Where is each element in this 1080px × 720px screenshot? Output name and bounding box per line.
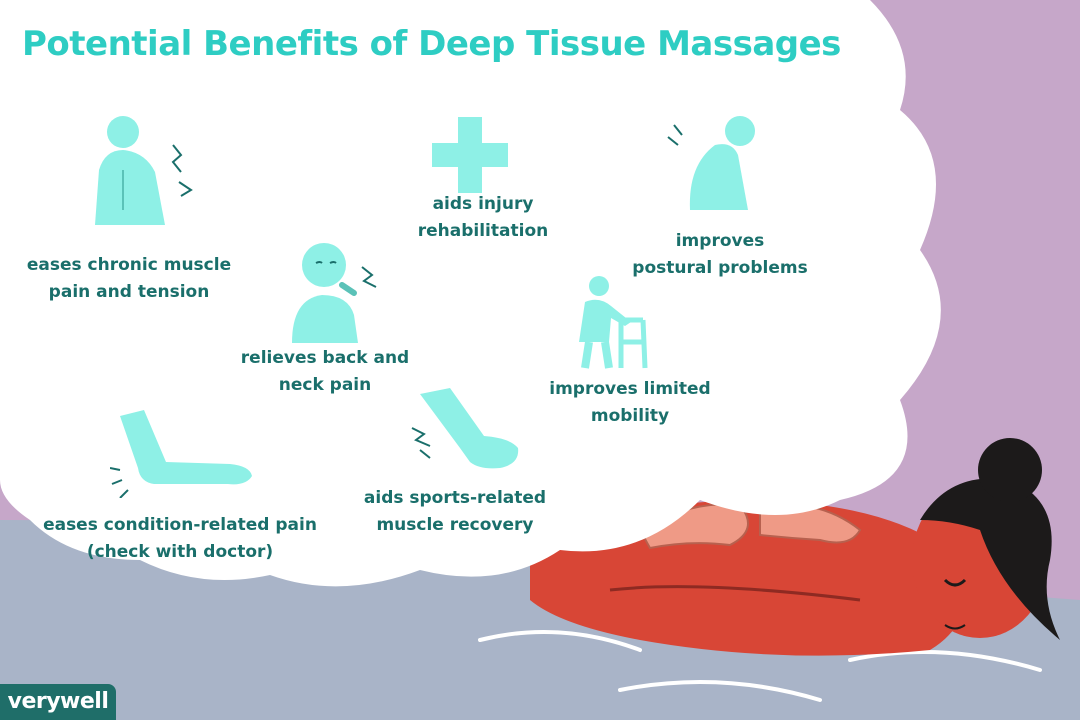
arm-icon (110, 410, 252, 498)
page-title: Potential Benefits of Deep Tissue Massag… (22, 24, 841, 64)
person-mouth (944, 624, 966, 630)
person-body-outline (609, 585, 861, 602)
benefit-line: muscle recovery (376, 515, 534, 535)
benefit-injury-rehabilitation: aids injury rehabilitation (398, 191, 568, 245)
person-hair (920, 478, 1060, 640)
closed-eye (943, 578, 967, 587)
sheet-folds (478, 604, 1042, 702)
leg-foot-icon (411, 388, 519, 469)
hunched-person-icon (667, 116, 755, 210)
benefit-line: neck pain (278, 375, 372, 395)
benefit-back-neck-pain: relieves back and neck pain (225, 345, 425, 399)
benefit-line: eases chronic muscle (26, 255, 232, 275)
benefit-chronic-muscle-pain: eases chronic muscle pain and tension (24, 252, 234, 306)
benefit-line: improves limited (549, 379, 711, 399)
benefit-line: pain and tension (48, 282, 210, 302)
benefit-sports-muscle-recovery: aids sports-related muscle recovery (350, 485, 560, 539)
benefit-postural-problems: improves postural problems (620, 228, 820, 282)
benefit-limited-mobility: improves limited mobility (535, 376, 725, 430)
verywell-logo: verywell (0, 684, 116, 720)
benefit-line: aids sports-related (363, 488, 547, 508)
benefit-line: postural problems (632, 258, 808, 278)
benefit-condition-related-pain: eases condition-related pain (check with… (30, 512, 330, 566)
neck-pain-person-icon (292, 243, 377, 343)
hair-bun (978, 438, 1042, 502)
benefit-line: relieves back and (240, 348, 410, 368)
benefit-line: eases condition-related pain (43, 515, 317, 535)
benefit-line: mobility (590, 406, 670, 426)
benefit-line: (check with doctor) (86, 542, 274, 562)
benefit-line: improves (675, 231, 765, 251)
person-back-icon (95, 116, 193, 225)
thought-cloud (0, 0, 941, 587)
benefit-line: rehabilitation (417, 221, 549, 241)
medical-cross-icon (432, 117, 508, 193)
benefit-line: aids injury (432, 194, 534, 214)
walker-person-icon (579, 276, 648, 369)
